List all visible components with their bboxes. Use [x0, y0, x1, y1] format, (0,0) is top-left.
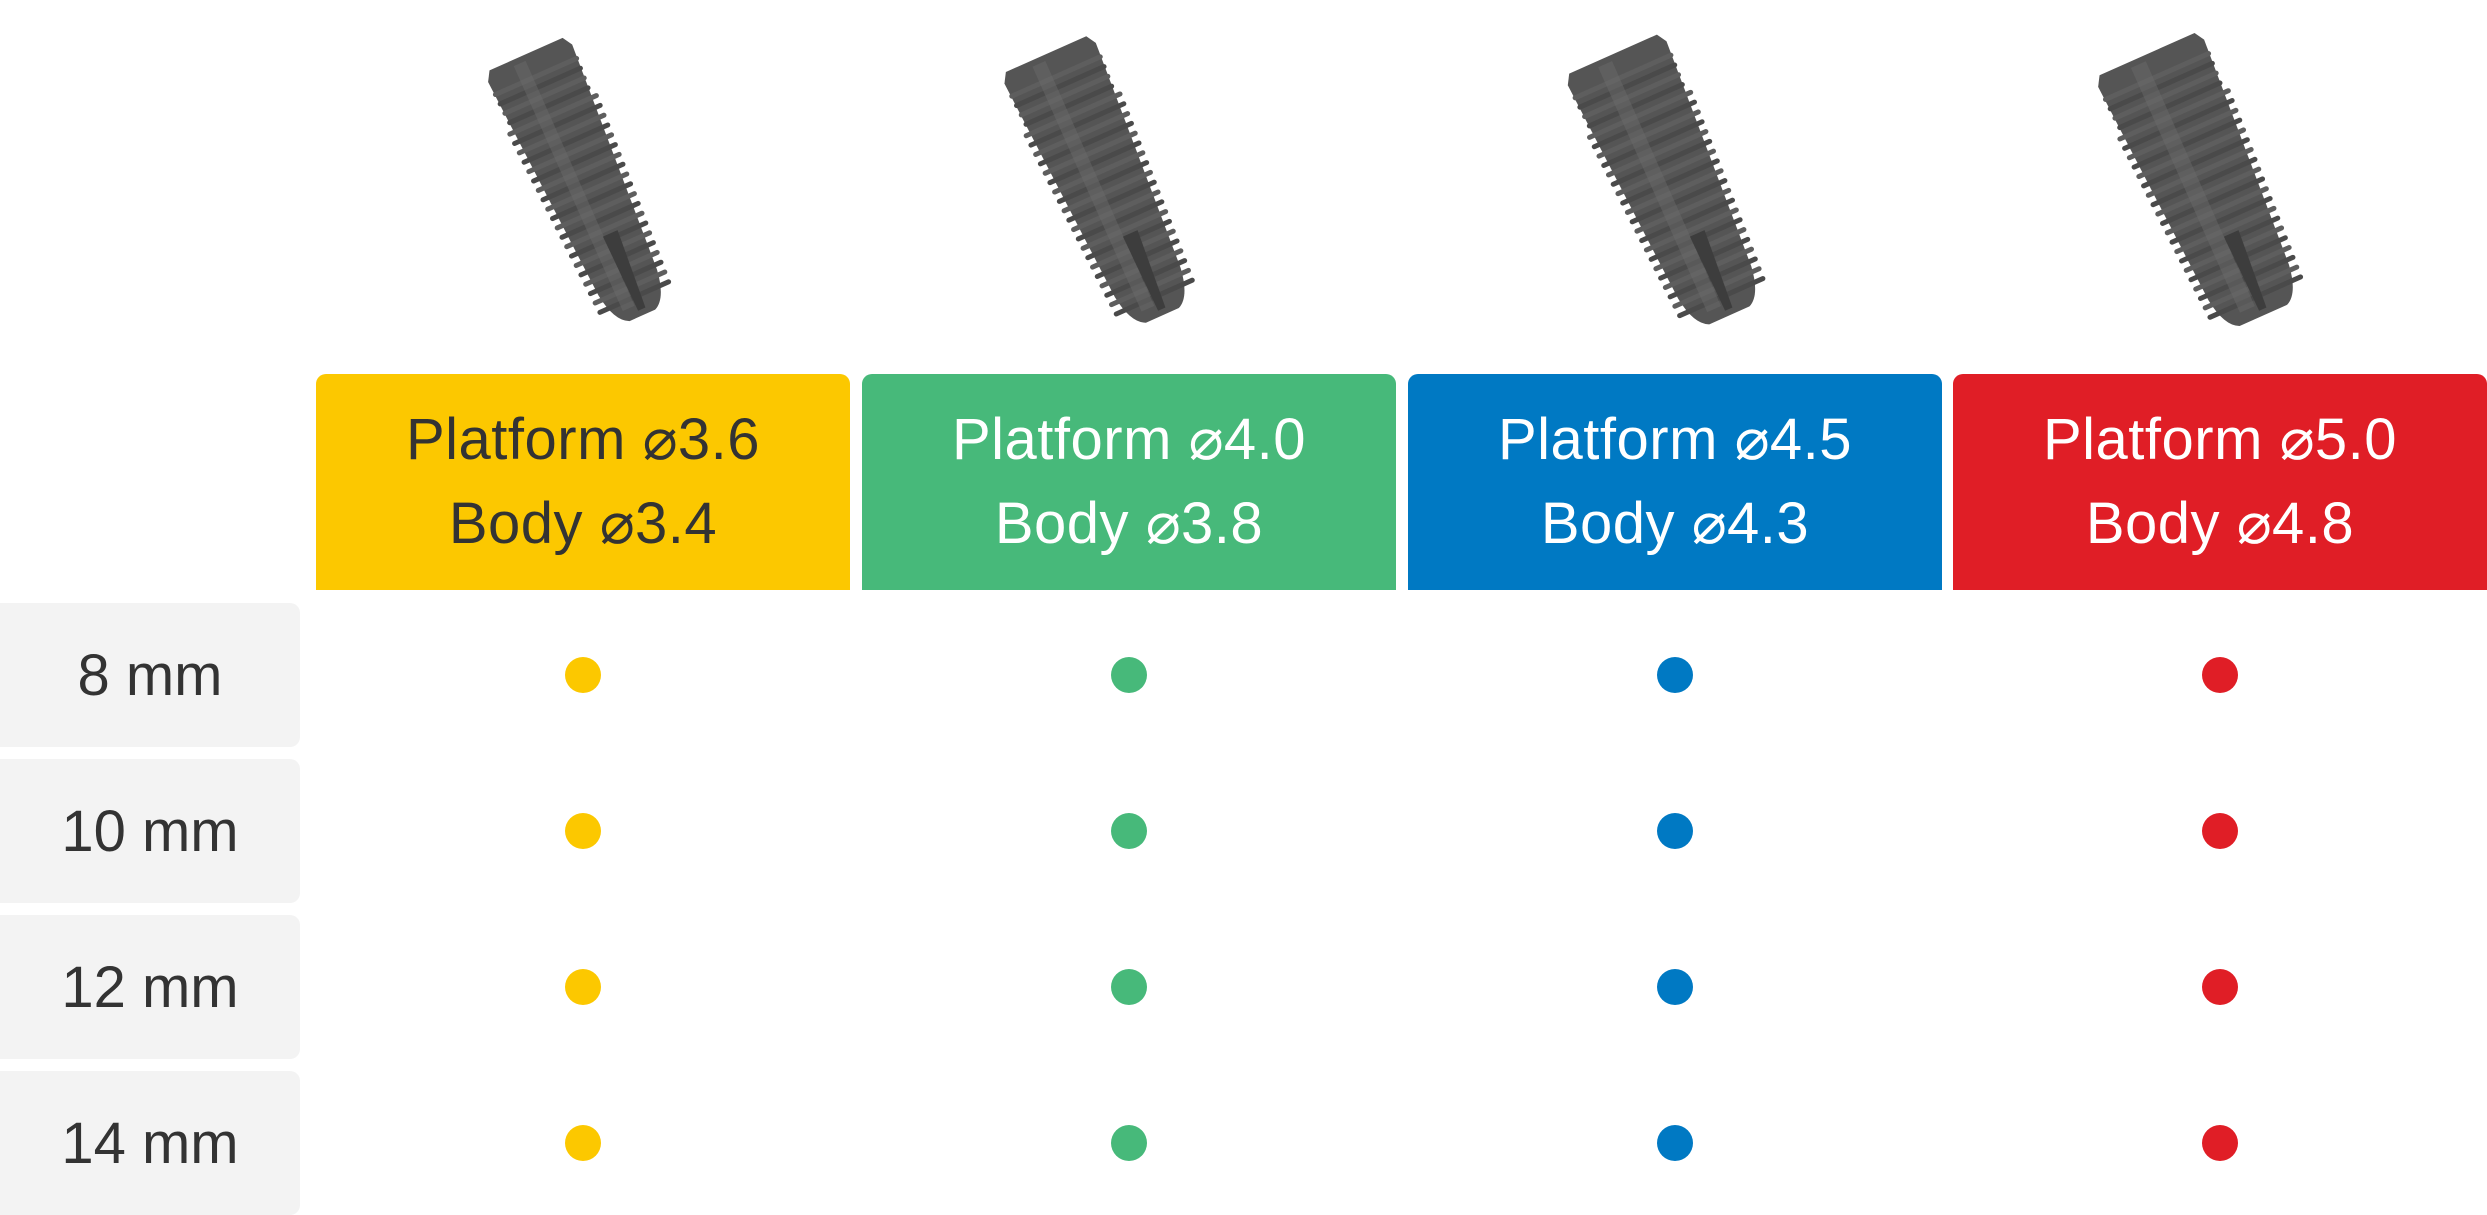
availability-dot — [1657, 1125, 1693, 1161]
body-diameter-label: Body ⌀4.3 — [1540, 491, 1810, 556]
platform-diameter-label: Platform ⌀5.0 — [2042, 407, 2398, 472]
row-label-length: 10 mm — [0, 759, 300, 903]
column-header-platform-4-0: Platform ⌀4.0 Body ⌀3.8 — [862, 374, 1396, 590]
body-diameter-label: Body ⌀4.8 — [2085, 491, 2355, 556]
availability-dot — [1111, 657, 1147, 693]
availability-dot — [1657, 657, 1693, 693]
availability-dot — [1657, 813, 1693, 849]
availability-dot — [2202, 1125, 2238, 1161]
dental-implant-icon — [1004, 36, 1195, 323]
availability-dot — [1657, 969, 1693, 1005]
availability-dot — [1111, 969, 1147, 1005]
availability-dot — [565, 813, 601, 849]
platform-diameter-label: Platform ⌀4.5 — [1497, 407, 1853, 472]
dental-implant-icon — [2098, 32, 2304, 326]
column-header-platform-4-5: Platform ⌀4.5 Body ⌀4.3 — [1408, 374, 1942, 590]
body-diameter-label: Body ⌀3.8 — [994, 491, 1264, 556]
availability-dot — [565, 1125, 601, 1161]
dental-implant-icon — [488, 37, 672, 322]
row-label-length: 12 mm — [0, 915, 300, 1059]
availability-dot — [1111, 1125, 1147, 1161]
dental-implant-icon — [1567, 34, 1766, 325]
availability-dot — [565, 657, 601, 693]
availability-dot — [2202, 657, 2238, 693]
platform-diameter-label: Platform ⌀4.0 — [951, 407, 1307, 472]
availability-dot — [565, 969, 601, 1005]
row-label-length: 14 mm — [0, 1071, 300, 1215]
column-header-platform-3-6: Platform ⌀3.6 Body ⌀3.4 — [316, 374, 850, 590]
availability-dot — [2202, 969, 2238, 1005]
availability-dot — [2202, 813, 2238, 849]
platform-diameter-label: Platform ⌀3.6 — [405, 407, 761, 472]
column-header-platform-5-0: Platform ⌀5.0 Body ⌀4.8 — [1953, 374, 2487, 590]
body-diameter-label: Body ⌀3.4 — [448, 491, 718, 556]
availability-dot — [1111, 813, 1147, 849]
row-label-length: 8 mm — [0, 603, 300, 747]
